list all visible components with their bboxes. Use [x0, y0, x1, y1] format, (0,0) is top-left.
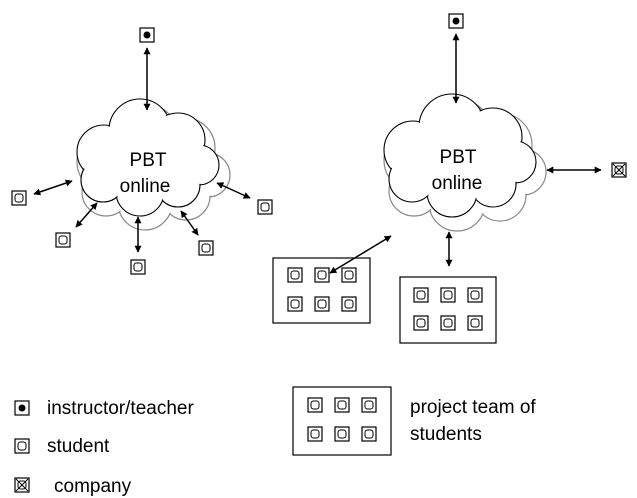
student-icon [198, 240, 214, 256]
cloud-right: PBT online [383, 93, 547, 232]
arrow-student-4 [180, 210, 199, 236]
project-team-icon [399, 276, 497, 344]
legend-student-label: student [47, 436, 110, 457]
legend-team-label-line2: students [410, 424, 482, 445]
arrow-student-1 [33, 179, 73, 196]
arrow-student-2 [75, 202, 98, 228]
legend-company-label: company [54, 476, 132, 497]
right-cluster: PBT online [272, 13, 627, 344]
cloud-left: PBT online [76, 98, 231, 231]
student-icon [55, 232, 71, 248]
student-icon [14, 438, 30, 454]
project-team-icon [292, 386, 392, 456]
cloud-right-label-line1: PBT [440, 147, 477, 168]
project-team-icon [272, 257, 371, 324]
arrow-team-1 [329, 235, 392, 274]
left-cluster: PBT online [11, 27, 273, 275]
instructor-icon [448, 13, 464, 29]
cloud-left-label-line1: PBT [130, 150, 167, 171]
cloud-right-label-line2: online [432, 173, 483, 194]
instructor-icon [14, 400, 30, 416]
cloud-left-label-line2: online [120, 176, 171, 197]
company-icon [14, 477, 30, 493]
legend: instructor/teacher student company proje… [14, 386, 536, 497]
company-icon [611, 162, 627, 178]
student-icon [257, 199, 273, 215]
instructor-icon [139, 27, 155, 43]
legend-instructor-label: instructor/teacher [47, 398, 194, 419]
arrow-student-5 [216, 182, 251, 199]
student-icon [11, 190, 27, 206]
legend-team-label-line1: project team of [410, 397, 536, 418]
student-icon [130, 259, 146, 275]
